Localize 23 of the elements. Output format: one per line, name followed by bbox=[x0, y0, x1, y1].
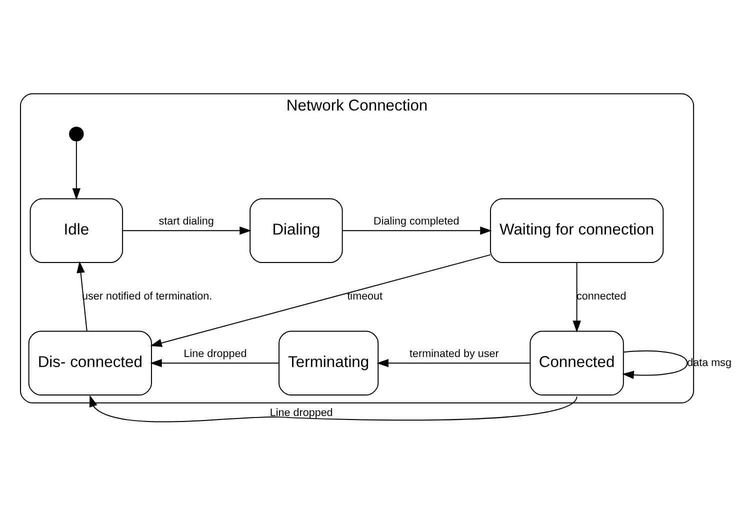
node-circle bbox=[69, 126, 84, 142]
node-box: Dialing bbox=[250, 198, 343, 264]
arrow bbox=[622, 350, 688, 380]
edge-label: terminated by user bbox=[410, 348, 499, 360]
arrow bbox=[150, 358, 280, 368]
edge-label: timeout bbox=[347, 290, 383, 303]
edge-label: Line dropped bbox=[270, 406, 333, 419]
edge-label: Dialing completed bbox=[374, 216, 460, 228]
node-box: Waiting for connection bbox=[490, 198, 664, 264]
arrow bbox=[342, 226, 492, 235]
node-box: Terminating bbox=[278, 330, 379, 396]
node-box: Dis- connected bbox=[28, 330, 152, 396]
arrow bbox=[122, 226, 252, 235]
node-box: Connected bbox=[530, 330, 624, 396]
arrow bbox=[572, 262, 581, 332]
edge-label: start dialing bbox=[158, 216, 214, 228]
arrow bbox=[150, 254, 491, 347]
arrow bbox=[376, 358, 531, 368]
arrow bbox=[76, 261, 88, 332]
edge-label: Line dropped bbox=[184, 348, 247, 360]
arrow bbox=[72, 140, 81, 200]
arrow bbox=[89, 395, 578, 422]
node-box: Idle bbox=[30, 198, 124, 264]
